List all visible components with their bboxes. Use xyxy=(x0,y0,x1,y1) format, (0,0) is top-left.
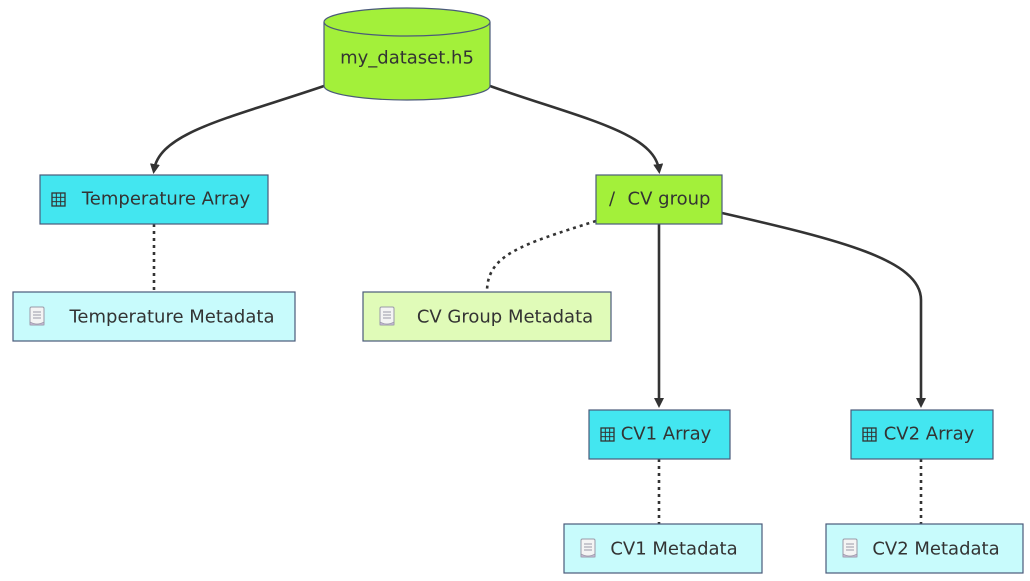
document-icon xyxy=(842,538,858,558)
node-cv2-array[interactable]: CV2 Array xyxy=(850,409,994,460)
cv1-metadata-label: CV1 Metadata xyxy=(610,539,737,560)
node-temperature-metadata[interactable]: Temperature Metadata xyxy=(12,291,296,342)
root-label: my_dataset.h5 xyxy=(340,48,474,69)
node-cv1-metadata[interactable]: CV1 Metadata xyxy=(563,523,763,574)
cv-group-metadata-label: CV Group Metadata xyxy=(417,307,593,328)
slash-icon: / xyxy=(609,189,616,210)
edge-cv-group-to-cv2-array xyxy=(721,211,926,408)
temperature-metadata-label: Temperature Metadata xyxy=(69,307,275,328)
cv1-array-label: CV1 Array xyxy=(621,424,712,445)
edges xyxy=(150,84,926,524)
edge-root-to-temperature-array xyxy=(150,84,325,174)
cv2-array-label: CV2 Array xyxy=(884,424,975,445)
node-cv2-metadata[interactable]: CV2 Metadata xyxy=(825,523,1024,574)
document-icon xyxy=(29,306,45,326)
document-icon xyxy=(379,306,395,326)
document-icon xyxy=(580,538,596,558)
node-cv1-array[interactable]: CV1 Array xyxy=(588,409,731,460)
node-root-dataset[interactable]: my_dataset.h5 xyxy=(323,7,491,101)
cv2-metadata-label: CV2 Metadata xyxy=(872,539,999,560)
node-temperature-array[interactable]: Temperature Array xyxy=(39,174,269,225)
node-cv-group-metadata[interactable]: CV Group Metadata xyxy=(362,291,612,342)
edge-root-to-cv-group xyxy=(489,84,664,174)
node-cv-group[interactable]: / CV group xyxy=(595,174,723,225)
edge-cv-group-to-group-metadata xyxy=(485,219,597,293)
temperature-array-label: Temperature Array xyxy=(81,189,251,210)
database-icon xyxy=(323,22,491,101)
cv-group-label: CV group xyxy=(628,189,711,210)
